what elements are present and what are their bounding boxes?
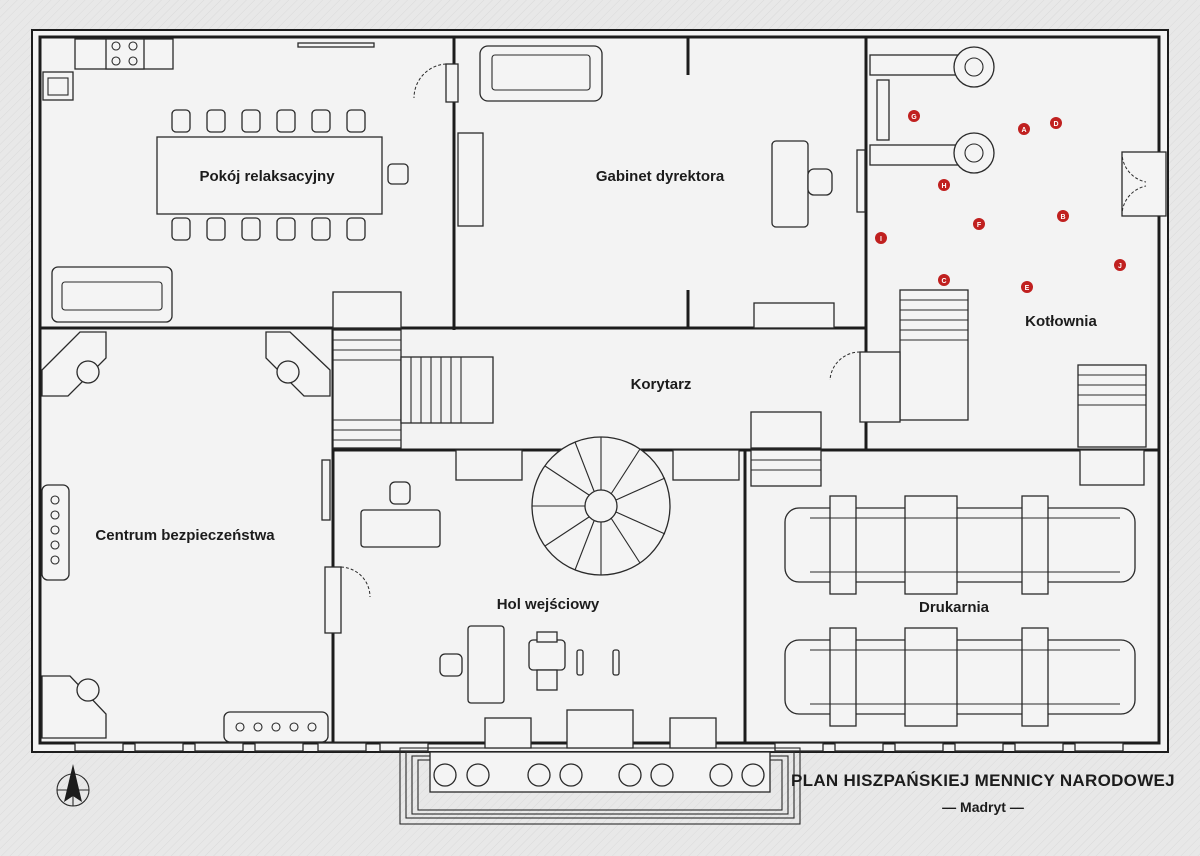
marker-f: F — [973, 218, 985, 230]
svg-text:E: E — [1025, 285, 1030, 292]
marker-i: I — [875, 232, 887, 244]
marker-d: D — [1050, 117, 1062, 129]
label-relaks: Pokój relaksacyjny — [199, 168, 335, 185]
marker-j: J — [1114, 259, 1126, 271]
label-hol: Hol wejściowy — [497, 596, 600, 613]
room-centrum — [41, 331, 371, 743]
label-korytarz: Korytarz — [631, 376, 692, 393]
room-gabinet — [457, 45, 835, 329]
svg-text:A: A — [1021, 127, 1026, 134]
room-hol — [360, 436, 740, 749]
marker-b: B — [1057, 210, 1069, 222]
marker-e: E — [1021, 281, 1033, 293]
room-korytarz — [332, 291, 901, 487]
svg-text:H: H — [941, 183, 946, 190]
label-kotlownia: Kotłownia — [1025, 313, 1097, 330]
room-kotlownia — [856, 46, 1167, 486]
plan-subtitle: — Madryt — — [942, 799, 1024, 815]
bottom-windows — [74, 742, 1124, 752]
room-labels: Pokój relaksacyjny Gabinet dyrektora Kot… — [95, 168, 1097, 616]
svg-text:B: B — [1060, 214, 1065, 221]
svg-text:F: F — [977, 222, 982, 229]
compass-icon — [56, 764, 90, 807]
room-drukarnia — [784, 495, 1136, 727]
label-drukarnia: Drukarnia — [919, 599, 990, 616]
room-relaks — [42, 38, 459, 323]
marker-h: H — [938, 179, 950, 191]
label-gabinet: Gabinet dyrektora — [596, 168, 725, 185]
markers: G A D H F B I J C E — [875, 110, 1126, 293]
svg-text:D: D — [1053, 121, 1058, 128]
svg-text:G: G — [911, 114, 917, 121]
marker-a: A — [1018, 123, 1030, 135]
printing-press-2 — [784, 627, 1136, 727]
svg-text:C: C — [941, 278, 946, 285]
svg-text:J: J — [1118, 263, 1122, 270]
label-centrum: Centrum bezpieczeństwa — [95, 527, 275, 544]
plan-title: PLAN HISZPAŃSKIEJ MENNICY NARODOWEJ — [791, 771, 1175, 790]
entrance-steps — [399, 747, 801, 825]
printing-press-1 — [784, 495, 1136, 595]
marker-g: G — [908, 110, 920, 122]
marker-c: C — [938, 274, 950, 286]
svg-text:I: I — [880, 236, 882, 243]
